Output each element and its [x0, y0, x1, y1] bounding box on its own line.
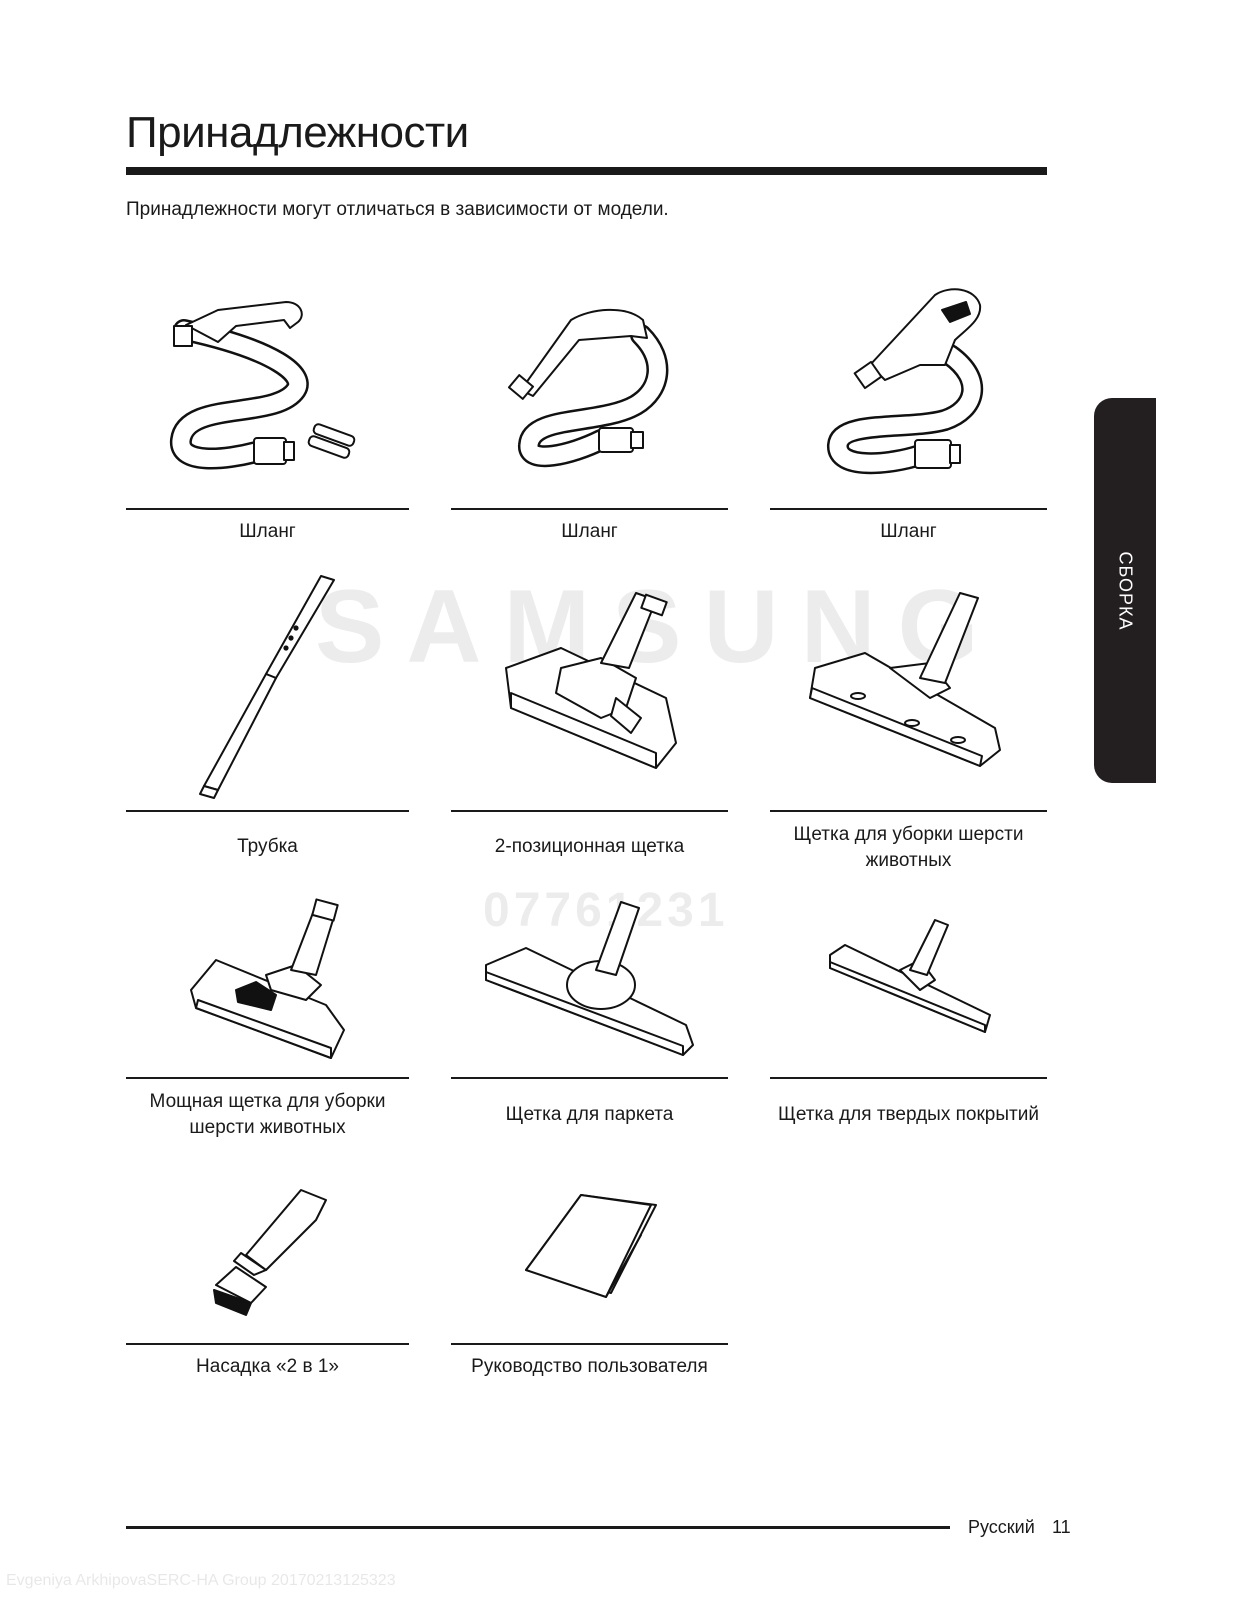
- item-rule: [126, 508, 409, 510]
- accessory-caption: Щетка для паркета: [505, 1104, 674, 1125]
- accessory-caption: Руководство пользователя: [471, 1356, 708, 1377]
- item-rule: [770, 810, 1047, 812]
- pet-hair-brush-icon: [809, 592, 1001, 767]
- item-rule: [126, 810, 409, 812]
- accessory-item-10: Насадка «2 в 1»: [126, 1175, 409, 1385]
- watermark-code: 07761231: [483, 884, 729, 937]
- item-rule: [451, 508, 728, 510]
- accessory-caption: Щетка для уборки шерсти животных: [793, 824, 1024, 871]
- item-rule: [770, 1077, 1047, 1079]
- accessory-caption: Шланг: [561, 521, 618, 542]
- accessory-caption: Щетка для твердых покрытий: [778, 1104, 1039, 1125]
- item-rule: [451, 1077, 728, 1079]
- footer-rule: [126, 1526, 950, 1529]
- page-title: Принадлежности: [126, 108, 469, 157]
- accessory-item-2: Шланг: [451, 280, 728, 550]
- parquet-brush-icon: [485, 901, 694, 1056]
- accessory-item-7: Мощная щетка для уборки шерсти животных: [126, 890, 409, 1150]
- accessory-caption: Шланг: [239, 521, 296, 542]
- accessory-caption: Шланг: [880, 521, 937, 542]
- item-rule: [451, 1343, 728, 1345]
- section-side-tab: СБОРКА: [1094, 398, 1156, 783]
- item-rule: [126, 1343, 409, 1345]
- hose-with-batteries-icon: [170, 301, 356, 470]
- user-manual-icon: [525, 1194, 657, 1298]
- accessory-item-1: Шланг: [126, 280, 409, 550]
- item-rule: [126, 1077, 409, 1079]
- accessory-item-5: 2-позиционная щетка: [451, 568, 728, 868]
- accessory-caption: Мощная щетка для уборки шерсти животных: [149, 1091, 386, 1138]
- page-number: 11: [1052, 1517, 1071, 1537]
- two-position-brush-icon: [505, 592, 677, 769]
- side-tab-label: СБОРКА: [1115, 550, 1136, 631]
- accessory-item-8: Щетка для паркета: [451, 890, 728, 1150]
- two-in-one-nozzle-icon: [213, 1189, 327, 1316]
- accessory-caption: Насадка «2 в 1»: [196, 1356, 339, 1377]
- accessory-item-4: Трубка: [126, 568, 409, 868]
- item-rule: [451, 810, 728, 812]
- accessory-caption: 2-позиционная щетка: [494, 836, 685, 857]
- power-pet-brush-icon: [190, 898, 345, 1059]
- accessory-item-11: Руководство пользователя: [451, 1175, 728, 1385]
- accessory-item-3: Шланг: [770, 280, 1047, 550]
- accessory-item-6: Щетка для уборки шерсти животных: [770, 568, 1047, 888]
- hard-floor-brush-icon: [829, 919, 991, 1033]
- title-rule: [126, 167, 1047, 175]
- accessory-caption: Трубка: [237, 836, 298, 857]
- watermark-footer: Evgeniya ArkhipovaSERC-HA Group 20170213…: [6, 1572, 396, 1589]
- accessory-item-9: Щетка для твердых покрытий: [770, 890, 1047, 1150]
- page-subtitle: Принадлежности могут отличаться в зависи…: [126, 199, 669, 220]
- hose-pistol-grip-icon: [827, 288, 984, 475]
- footer-language: Русский: [968, 1517, 1035, 1537]
- item-rule: [770, 508, 1047, 510]
- hose-icon: [507, 308, 669, 468]
- telescopic-tube-icon: [199, 575, 335, 799]
